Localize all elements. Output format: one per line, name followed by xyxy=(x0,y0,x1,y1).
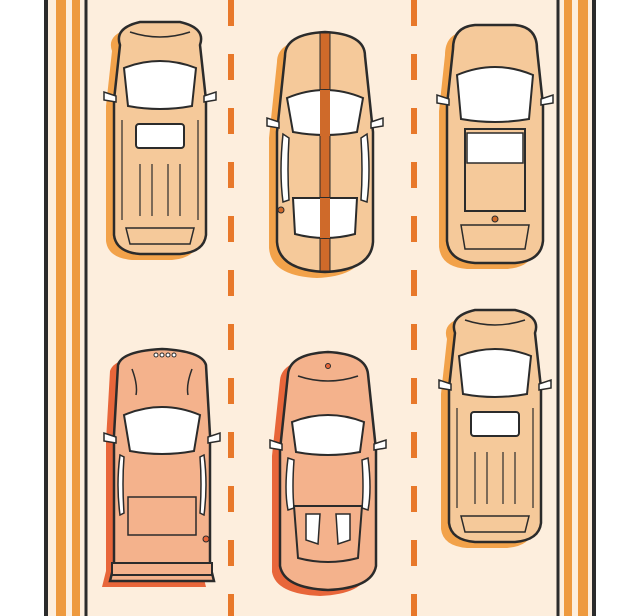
mirror-right xyxy=(540,93,554,106)
lane-dash xyxy=(411,162,417,188)
lane-dash xyxy=(411,0,417,26)
lane-dash xyxy=(411,54,417,80)
fuel-cap xyxy=(277,206,285,214)
side-window-left xyxy=(280,132,290,203)
lane-dash xyxy=(228,162,234,188)
stripe-on-rear xyxy=(320,198,330,238)
side-window-right xyxy=(199,453,207,517)
lane-dash xyxy=(411,324,417,350)
lane-divider-right xyxy=(411,0,417,616)
rear-window xyxy=(127,496,197,536)
cockpit-right xyxy=(361,456,371,511)
windshield xyxy=(457,348,533,398)
mirror-right xyxy=(373,438,387,451)
right-edge-stripe-1 xyxy=(564,0,572,616)
mirror-right xyxy=(207,431,221,444)
sunroof xyxy=(135,123,185,149)
hood-line-right xyxy=(186,368,193,396)
windshield xyxy=(290,414,366,456)
rear-window xyxy=(460,515,530,533)
lane-dash xyxy=(228,270,234,296)
hood-line-left xyxy=(131,368,138,396)
fuel-cap xyxy=(202,535,210,543)
car-roadster-bottom-center xyxy=(269,350,387,596)
racing-stripe xyxy=(319,32,331,272)
car-body xyxy=(278,350,378,592)
car-suv-top-right xyxy=(436,23,554,269)
mirror-right xyxy=(203,90,217,103)
lane-dash xyxy=(411,216,417,242)
left-edge-stripe-1 xyxy=(56,0,66,616)
lane-dash xyxy=(228,432,234,458)
engine-cover xyxy=(292,505,364,563)
windshield xyxy=(122,60,198,110)
rear-spoiler xyxy=(111,562,213,576)
lane-dash xyxy=(411,540,417,566)
rear-badge xyxy=(491,215,499,223)
car-coupe-bottom-left xyxy=(102,347,221,587)
lane-dash xyxy=(228,216,234,242)
roof-panel xyxy=(464,128,526,212)
mirror-left xyxy=(103,431,117,444)
right-shoulder xyxy=(592,0,640,616)
windshield xyxy=(455,66,535,123)
left-edge-stripe-2 xyxy=(72,0,80,616)
right-edge-stripe-2 xyxy=(578,0,588,616)
mirror-left xyxy=(436,93,450,106)
tailgate xyxy=(460,224,530,250)
lane-dash xyxy=(411,486,417,512)
hood-line xyxy=(297,375,359,382)
left-shoulder xyxy=(0,0,48,616)
lane-dash xyxy=(228,540,234,566)
mirror-left xyxy=(266,116,280,129)
sunroof xyxy=(470,411,520,437)
car-suv-top-left xyxy=(103,20,217,260)
lane-dash xyxy=(228,594,234,616)
lane-dash xyxy=(411,432,417,458)
car-body xyxy=(108,347,216,583)
hood-vents xyxy=(153,352,177,358)
lane-dash xyxy=(228,54,234,80)
lane-dash xyxy=(228,108,234,134)
mirror-left xyxy=(269,438,283,451)
car-sports-top-center xyxy=(266,30,384,278)
car-suv-bottom-right xyxy=(438,308,552,548)
side-window-left xyxy=(117,453,125,517)
mirror-right xyxy=(370,116,384,129)
lane-dash xyxy=(411,378,417,404)
lane-dash xyxy=(228,486,234,512)
side-window-right xyxy=(360,132,370,203)
engine-vents xyxy=(305,513,351,546)
lane-divider-left xyxy=(228,0,234,616)
lane-dash xyxy=(228,378,234,404)
hood-badge xyxy=(325,363,331,369)
mirror-right xyxy=(538,378,552,391)
windshield xyxy=(122,406,202,455)
lane-dash xyxy=(411,108,417,134)
lane-dash xyxy=(411,270,417,296)
lane-dash xyxy=(411,594,417,616)
stripe-on-roof xyxy=(320,90,330,136)
hood-line xyxy=(129,31,191,38)
hood-line xyxy=(464,319,526,326)
cockpit-left xyxy=(285,456,295,511)
mirror-left xyxy=(103,90,117,103)
mirror-left xyxy=(438,378,452,391)
rear-window xyxy=(466,132,524,164)
rear-window xyxy=(125,227,195,245)
lane-dash xyxy=(228,324,234,350)
lane-dash xyxy=(228,0,234,26)
